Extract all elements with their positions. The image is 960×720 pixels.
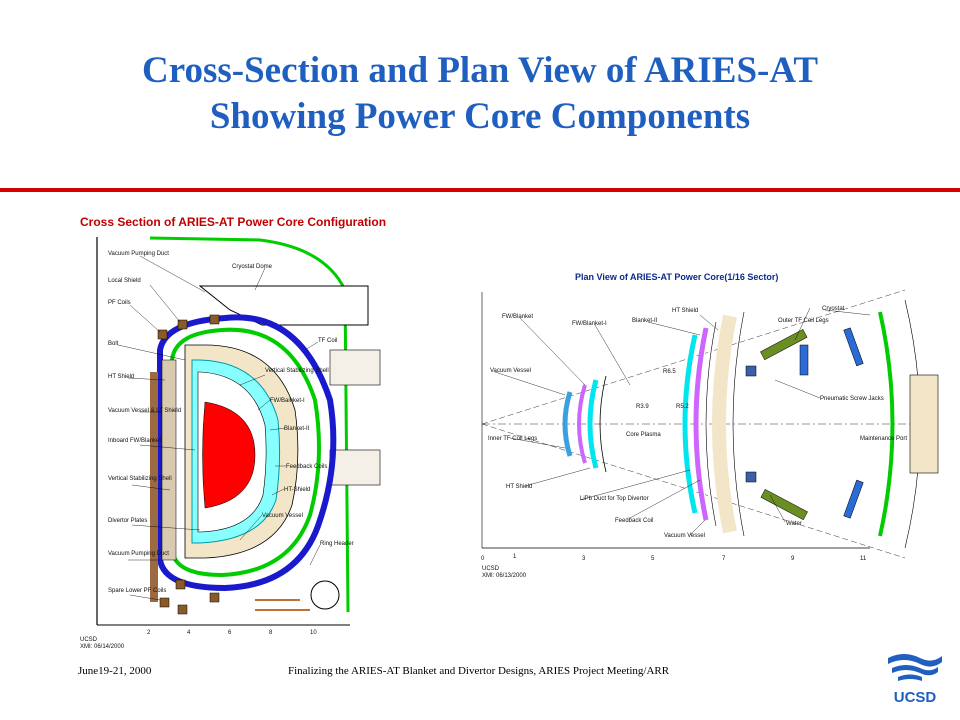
label-r52: R5.2 — [676, 404, 689, 410]
left-tick-4: 4 — [187, 630, 191, 636]
label-vacuum-vessel-bottom: Vacuum Vessel — [664, 533, 705, 539]
left-stamp-line-1: UCSD — [80, 637, 98, 643]
label-ht-shield-bottom: HT Shield — [506, 484, 532, 490]
label-fw-blanket: FW/Blanket — [502, 314, 533, 320]
pf-coils — [157, 314, 220, 615]
right-tick-9: 9 — [791, 556, 795, 562]
label-water: Water — [786, 521, 802, 527]
label-feedback-coil: Feedback Coil — [615, 518, 653, 524]
label-vertical-stabilizing-shell-left: Vertical Stabilizing Shell — [108, 476, 172, 482]
label-ht-shield-right: HT-Shield — [284, 487, 310, 493]
wave-icon — [888, 654, 942, 681]
cross-section-heading: Cross Section of ARIES-AT Power Core Con… — [80, 215, 386, 229]
plasma-shape — [202, 401, 256, 509]
left-tick-6: 6 — [228, 630, 232, 636]
label-outer-tf-coil-legs: Outer TF Coil Legs — [778, 318, 829, 324]
label-core-plasma: Core Plasma — [626, 432, 661, 438]
left-stamp-line-2: XMI: 06/14/2000 — [80, 644, 125, 650]
label-cryostat-dome: Cryostat Dome — [232, 264, 273, 270]
right-stamp-line-2: XMI: 06/13/2000 — [482, 573, 527, 579]
label-feedback-coils: Feedback Coils — [286, 464, 327, 470]
right-tick-3: 3 — [582, 556, 586, 562]
cross-section-diagram: Cross Section of ARIES-AT Power Core Con… — [80, 215, 386, 650]
right-tick-1: 1 — [513, 554, 517, 560]
label-local-shield: Local Shield — [108, 278, 141, 284]
plan-view-diagram: Plan View of ARIES-AT Power Core(1/16 Se… — [481, 272, 940, 579]
label-blanket-2: Blanket-II — [284, 426, 310, 432]
label-bolt: Bolt — [108, 341, 119, 347]
footer-date: June19-21, 2000 — [78, 665, 152, 677]
label-vacuum-vessel-left: Vacuum Vessel — [490, 368, 531, 374]
ucsd-logo: UCSD — [884, 650, 946, 706]
right-tick-0: 0 — [481, 556, 485, 562]
label-ht-shield-top: HT Shield — [672, 308, 698, 314]
title-divider — [0, 188, 960, 192]
label-blanket-2-right: Blanket-II — [632, 318, 658, 324]
logo-text: UCSD — [894, 689, 937, 706]
label-maintenance-port: Maintenance Port — [860, 436, 907, 442]
label-vacuum-pumping-duct-top: Vacuum Pumping Duct — [108, 251, 169, 257]
label-pf-coils: PF Coils — [108, 300, 131, 306]
label-spare-lower-pf-coils: Spare Lower PF Coils — [108, 588, 166, 594]
label-lipb-duct: LiPb Duct for Top Divertor — [580, 496, 649, 502]
right-tick-5: 5 — [651, 556, 655, 562]
label-vacuum-vessel-lt: Vacuum Vessel & LT Shield — [108, 408, 181, 414]
label-fw-blanket-1: FW/Bainket-I — [270, 398, 305, 404]
label-vacuum-vessel: Vacuum Vessel — [262, 513, 303, 519]
label-vertical-stabilizing-shell-right: Vertical Stabilizing Shell — [265, 368, 329, 374]
footer-caption: Finalizing the ARIES-AT Blanket and Dive… — [288, 665, 670, 677]
title-line-1: Cross-Section and Plan View of ARIES-AT — [141, 50, 818, 91]
label-vacuum-pumping-duct-bottom: Vacuum Pumping Duct — [108, 551, 169, 557]
label-tf-coil: TF Coil — [318, 338, 337, 344]
vacuum-vessel-shape — [157, 314, 337, 592]
label-r39: R3.9 — [636, 404, 649, 410]
right-tick-7: 7 — [722, 556, 726, 562]
right-stamp-line-1: UCSD — [482, 566, 500, 572]
label-inboard-fw-blanket: Inboard FW/Blanket — [108, 438, 161, 444]
label-pneumatic-screw-jacks: Pneumatic Screw Jacks — [820, 396, 884, 402]
label-fw-blanket-1-right: FW/Blanket-I — [572, 321, 607, 327]
label-ht-shield: HT Shield — [108, 374, 134, 380]
plan-view-heading: Plan View of ARIES-AT Power Core(1/16 Se… — [575, 272, 778, 282]
title-line-2: Showing Power Core Components — [209, 96, 751, 137]
label-ring-header: Ring Header — [320, 541, 354, 547]
slide-title: Cross-Section and Plan View of ARIES-AT … — [0, 48, 960, 140]
left-tick-8: 8 — [269, 630, 273, 636]
label-inner-tf-coil-legs: Inner TF Coil Legs — [488, 436, 537, 442]
left-tick-2: 2 — [147, 630, 151, 636]
label-cryostat: Cryostat — [822, 306, 845, 312]
label-r65: R6.5 — [663, 369, 676, 375]
label-divertor-plates: Divertor Plates — [108, 518, 147, 524]
right-tick-11: 11 — [860, 556, 867, 562]
left-tick-10: 10 — [310, 630, 317, 636]
